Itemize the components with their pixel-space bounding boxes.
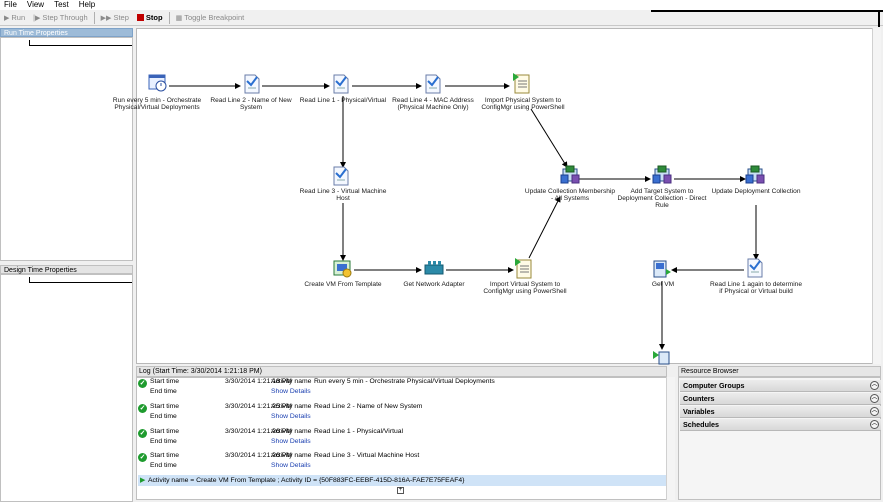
activity-update-deployment-collection[interactable]: Update Deployment Collection bbox=[711, 188, 801, 195]
resource-section-counters[interactable]: Counters ︿ bbox=[680, 393, 881, 405]
activity-read-line-1[interactable]: Read Line 1 - Physical/Virtual bbox=[299, 97, 387, 104]
design-time-properties-panel bbox=[0, 274, 133, 502]
step-through-icon: |▶ bbox=[33, 14, 41, 22]
invoke-runbook-icon bbox=[653, 351, 670, 365]
running-arrow-icon: ▶ bbox=[140, 477, 146, 484]
resource-section-computer-groups[interactable]: Computer Groups ︿ bbox=[680, 380, 881, 392]
show-details-link[interactable]: Show Details bbox=[271, 388, 311, 395]
toggle-breakpoint-button[interactable]: ▦ Toggle Breakpoint bbox=[175, 13, 245, 22]
get-vm-icon bbox=[653, 260, 671, 278]
chevron-up-icon[interactable]: ︿ bbox=[870, 394, 879, 403]
create-vm-icon bbox=[333, 260, 352, 278]
resource-section-variables[interactable]: Variables ︿ bbox=[680, 406, 881, 418]
read-line-icon bbox=[333, 74, 349, 94]
stop-button[interactable]: Stop bbox=[135, 11, 165, 25]
show-details-link[interactable]: Show Details bbox=[271, 462, 311, 469]
activity-add-target-system[interactable]: Add Target System to Deployment Collecti… bbox=[617, 188, 707, 210]
activity-read-line-2[interactable]: Read Line 2 - Name of New System bbox=[210, 97, 292, 112]
menu-file[interactable]: File bbox=[4, 0, 17, 9]
configmgr-collection-icon bbox=[745, 165, 765, 184]
log-scrollbar[interactable] bbox=[666, 377, 675, 500]
activity-read-line-4[interactable]: Read Line 4 - MAC Address (Physical Mach… bbox=[392, 97, 474, 112]
design-time-properties-header[interactable]: Design Time Properties bbox=[0, 265, 133, 274]
link[interactable] bbox=[528, 196, 561, 259]
configmgr-collection-icon bbox=[652, 165, 672, 184]
play-icon: ▶ bbox=[4, 14, 10, 22]
activity-get-network-adapter[interactable]: Get Network Adapter bbox=[403, 281, 465, 288]
menu-bar: File View Test Help bbox=[0, 0, 883, 10]
show-details-link[interactable]: Show Details bbox=[271, 413, 311, 420]
expand-icon[interactable]: + bbox=[397, 487, 404, 494]
activity-import-physical[interactable]: Import Physical System to ConfigMgr usin… bbox=[481, 97, 565, 112]
step-through-button[interactable]: |▶ Step Through bbox=[33, 13, 88, 22]
resource-section-schedules[interactable]: Schedules ︿ bbox=[680, 419, 881, 431]
activity-icons bbox=[148, 73, 765, 365]
show-details-link[interactable]: Show Details bbox=[271, 438, 311, 445]
window-edge bbox=[878, 10, 880, 27]
activity-read-line-1-again[interactable]: Read Line 1 again to determine if Physic… bbox=[710, 281, 803, 296]
log-entry[interactable]: ✓ Start time 3/30/2014 1:21:18 PM Activi… bbox=[138, 378, 495, 395]
toolbar-separator bbox=[168, 11, 170, 24]
activity-create-vm[interactable]: Create VM From Template bbox=[304, 281, 382, 288]
breakpoint-icon: ▦ bbox=[175, 14, 183, 22]
configmgr-collection-icon bbox=[560, 165, 580, 184]
calendar-clock-icon bbox=[148, 74, 167, 92]
resource-browser-header: Resource Browser bbox=[678, 366, 881, 377]
log-selected-activity[interactable]: ▶ Activity name = Create VM From Templat… bbox=[138, 475, 666, 486]
read-line-icon bbox=[333, 166, 349, 186]
run-button[interactable]: ▶ Run bbox=[4, 13, 26, 22]
canvas-scrollbar[interactable] bbox=[872, 28, 881, 364]
log-header: Log (Start Time: 3/30/2014 1:21:18 PM) bbox=[136, 366, 667, 377]
resource-browser-panel: Computer Groups ︿ Counters ︿ Variables ︿… bbox=[678, 377, 881, 500]
log-entry[interactable]: ✓ Start time 3/30/2014 1:21:26 PM Activi… bbox=[138, 428, 404, 445]
log-entry[interactable]: ✓ Start time 3/30/2014 1:21:25 PM Activi… bbox=[138, 403, 423, 420]
chevron-up-icon[interactable]: ︿ bbox=[870, 420, 879, 429]
toolbar: ▶ Run |▶ Step Through ▶▶ Step Stop ▦ Tog… bbox=[0, 10, 883, 26]
read-line-icon bbox=[244, 74, 260, 94]
success-check-icon: ✓ bbox=[138, 404, 147, 413]
step-icon: ▶▶ bbox=[100, 14, 112, 22]
success-check-icon: ✓ bbox=[138, 429, 147, 438]
activity-read-line-3[interactable]: Read Line 3 - Virtual Machine Host bbox=[299, 188, 387, 203]
read-line-icon bbox=[425, 74, 441, 94]
tab-stub bbox=[29, 277, 132, 283]
menu-view[interactable]: View bbox=[26, 0, 45, 9]
run-time-properties-panel bbox=[0, 37, 133, 261]
link[interactable] bbox=[530, 108, 568, 168]
activity-get-vm[interactable]: Get VM bbox=[651, 281, 675, 288]
chevron-up-icon[interactable]: ︿ bbox=[870, 407, 879, 416]
powershell-script-icon bbox=[513, 73, 530, 94]
success-check-icon: ✓ bbox=[138, 453, 147, 462]
powershell-script-icon bbox=[515, 258, 532, 279]
read-line-icon bbox=[747, 258, 763, 278]
tab-stub bbox=[29, 40, 132, 46]
success-check-icon: ✓ bbox=[138, 379, 147, 388]
activity-update-collection-membership[interactable]: Update Collection Membership - All Syste… bbox=[524, 188, 616, 203]
chevron-up-icon[interactable]: ︿ bbox=[870, 381, 879, 390]
activity-run-every-5-min[interactable]: Run every 5 min - Orchestrate Physical/V… bbox=[112, 97, 202, 112]
log-entry[interactable]: ✓ Start time 3/30/2014 1:21:26 PM Activi… bbox=[138, 452, 420, 469]
menu-help[interactable]: Help bbox=[78, 0, 96, 9]
step-button[interactable]: ▶▶ Step bbox=[100, 13, 129, 22]
log-panel: ✓ Start time 3/30/2014 1:21:18 PM Activi… bbox=[136, 377, 667, 500]
window-edge bbox=[651, 10, 883, 12]
toolbar-separator bbox=[93, 11, 95, 24]
menu-test[interactable]: Test bbox=[54, 0, 69, 9]
workflow-links bbox=[148, 73, 765, 365]
runbook-canvas[interactable]: Run every 5 min - Orchestrate Physical/V… bbox=[113, 28, 881, 365]
run-time-properties-header[interactable]: Run Time Properties bbox=[0, 28, 133, 37]
activity-import-virtual[interactable]: Import Virtual System to ConfigMgr using… bbox=[483, 281, 567, 296]
stop-icon bbox=[136, 14, 144, 21]
network-adapter-icon bbox=[424, 261, 444, 275]
